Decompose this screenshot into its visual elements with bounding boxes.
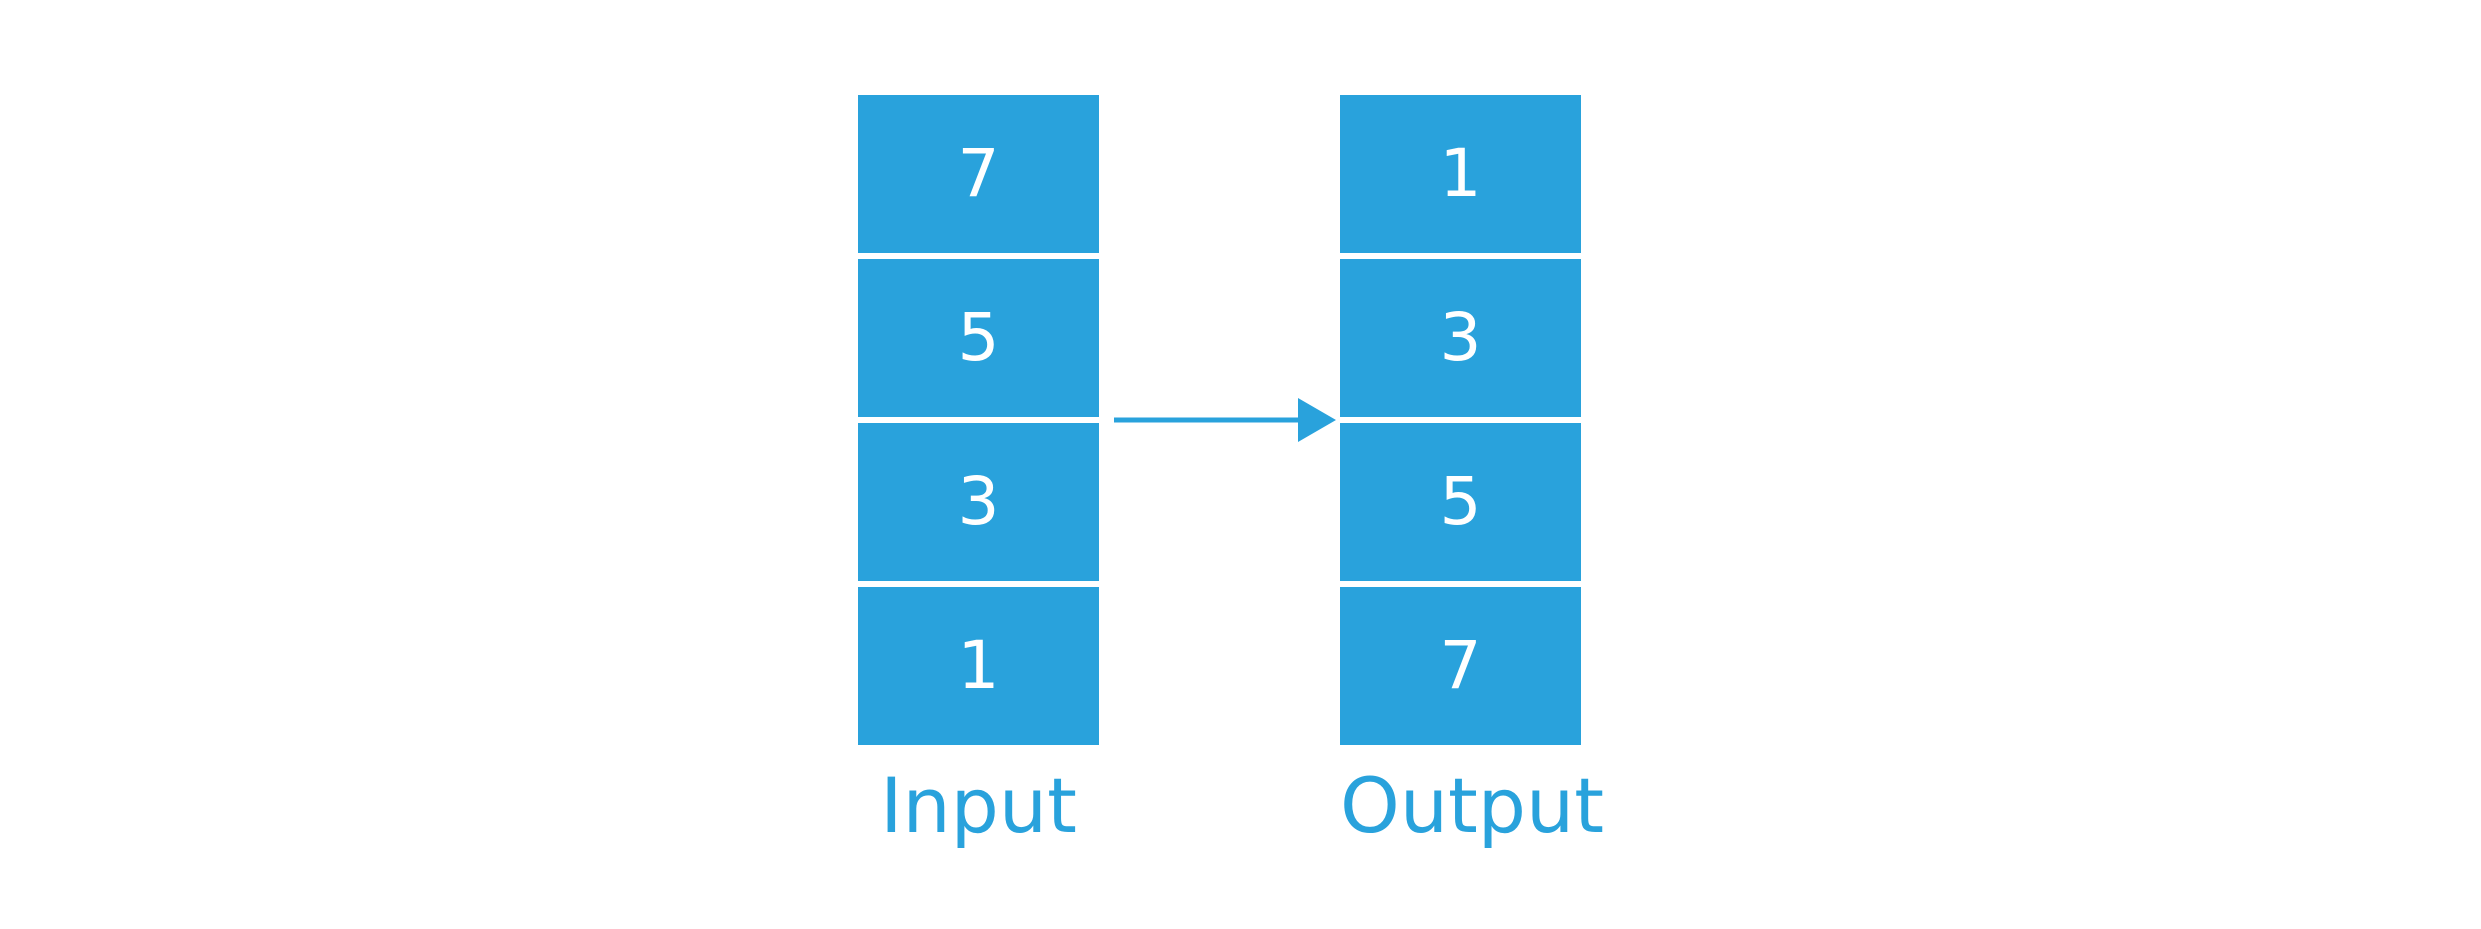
input-cell: 1 — [858, 587, 1099, 745]
output-cell: 1 — [1340, 95, 1581, 253]
transform-arrow-icon — [1114, 398, 1336, 442]
input-cell: 3 — [858, 423, 1099, 581]
input-label: Input — [880, 761, 1077, 850]
input-stack: 7 5 3 1 — [858, 95, 1099, 745]
output-cell: 7 — [1340, 587, 1581, 745]
output-label: Output — [1340, 761, 1604, 850]
output-stack: 1 3 5 7 — [1340, 95, 1581, 745]
input-cell: 7 — [858, 95, 1099, 253]
input-cell: 5 — [858, 259, 1099, 417]
output-cell: 3 — [1340, 259, 1581, 417]
output-cell: 5 — [1340, 423, 1581, 581]
